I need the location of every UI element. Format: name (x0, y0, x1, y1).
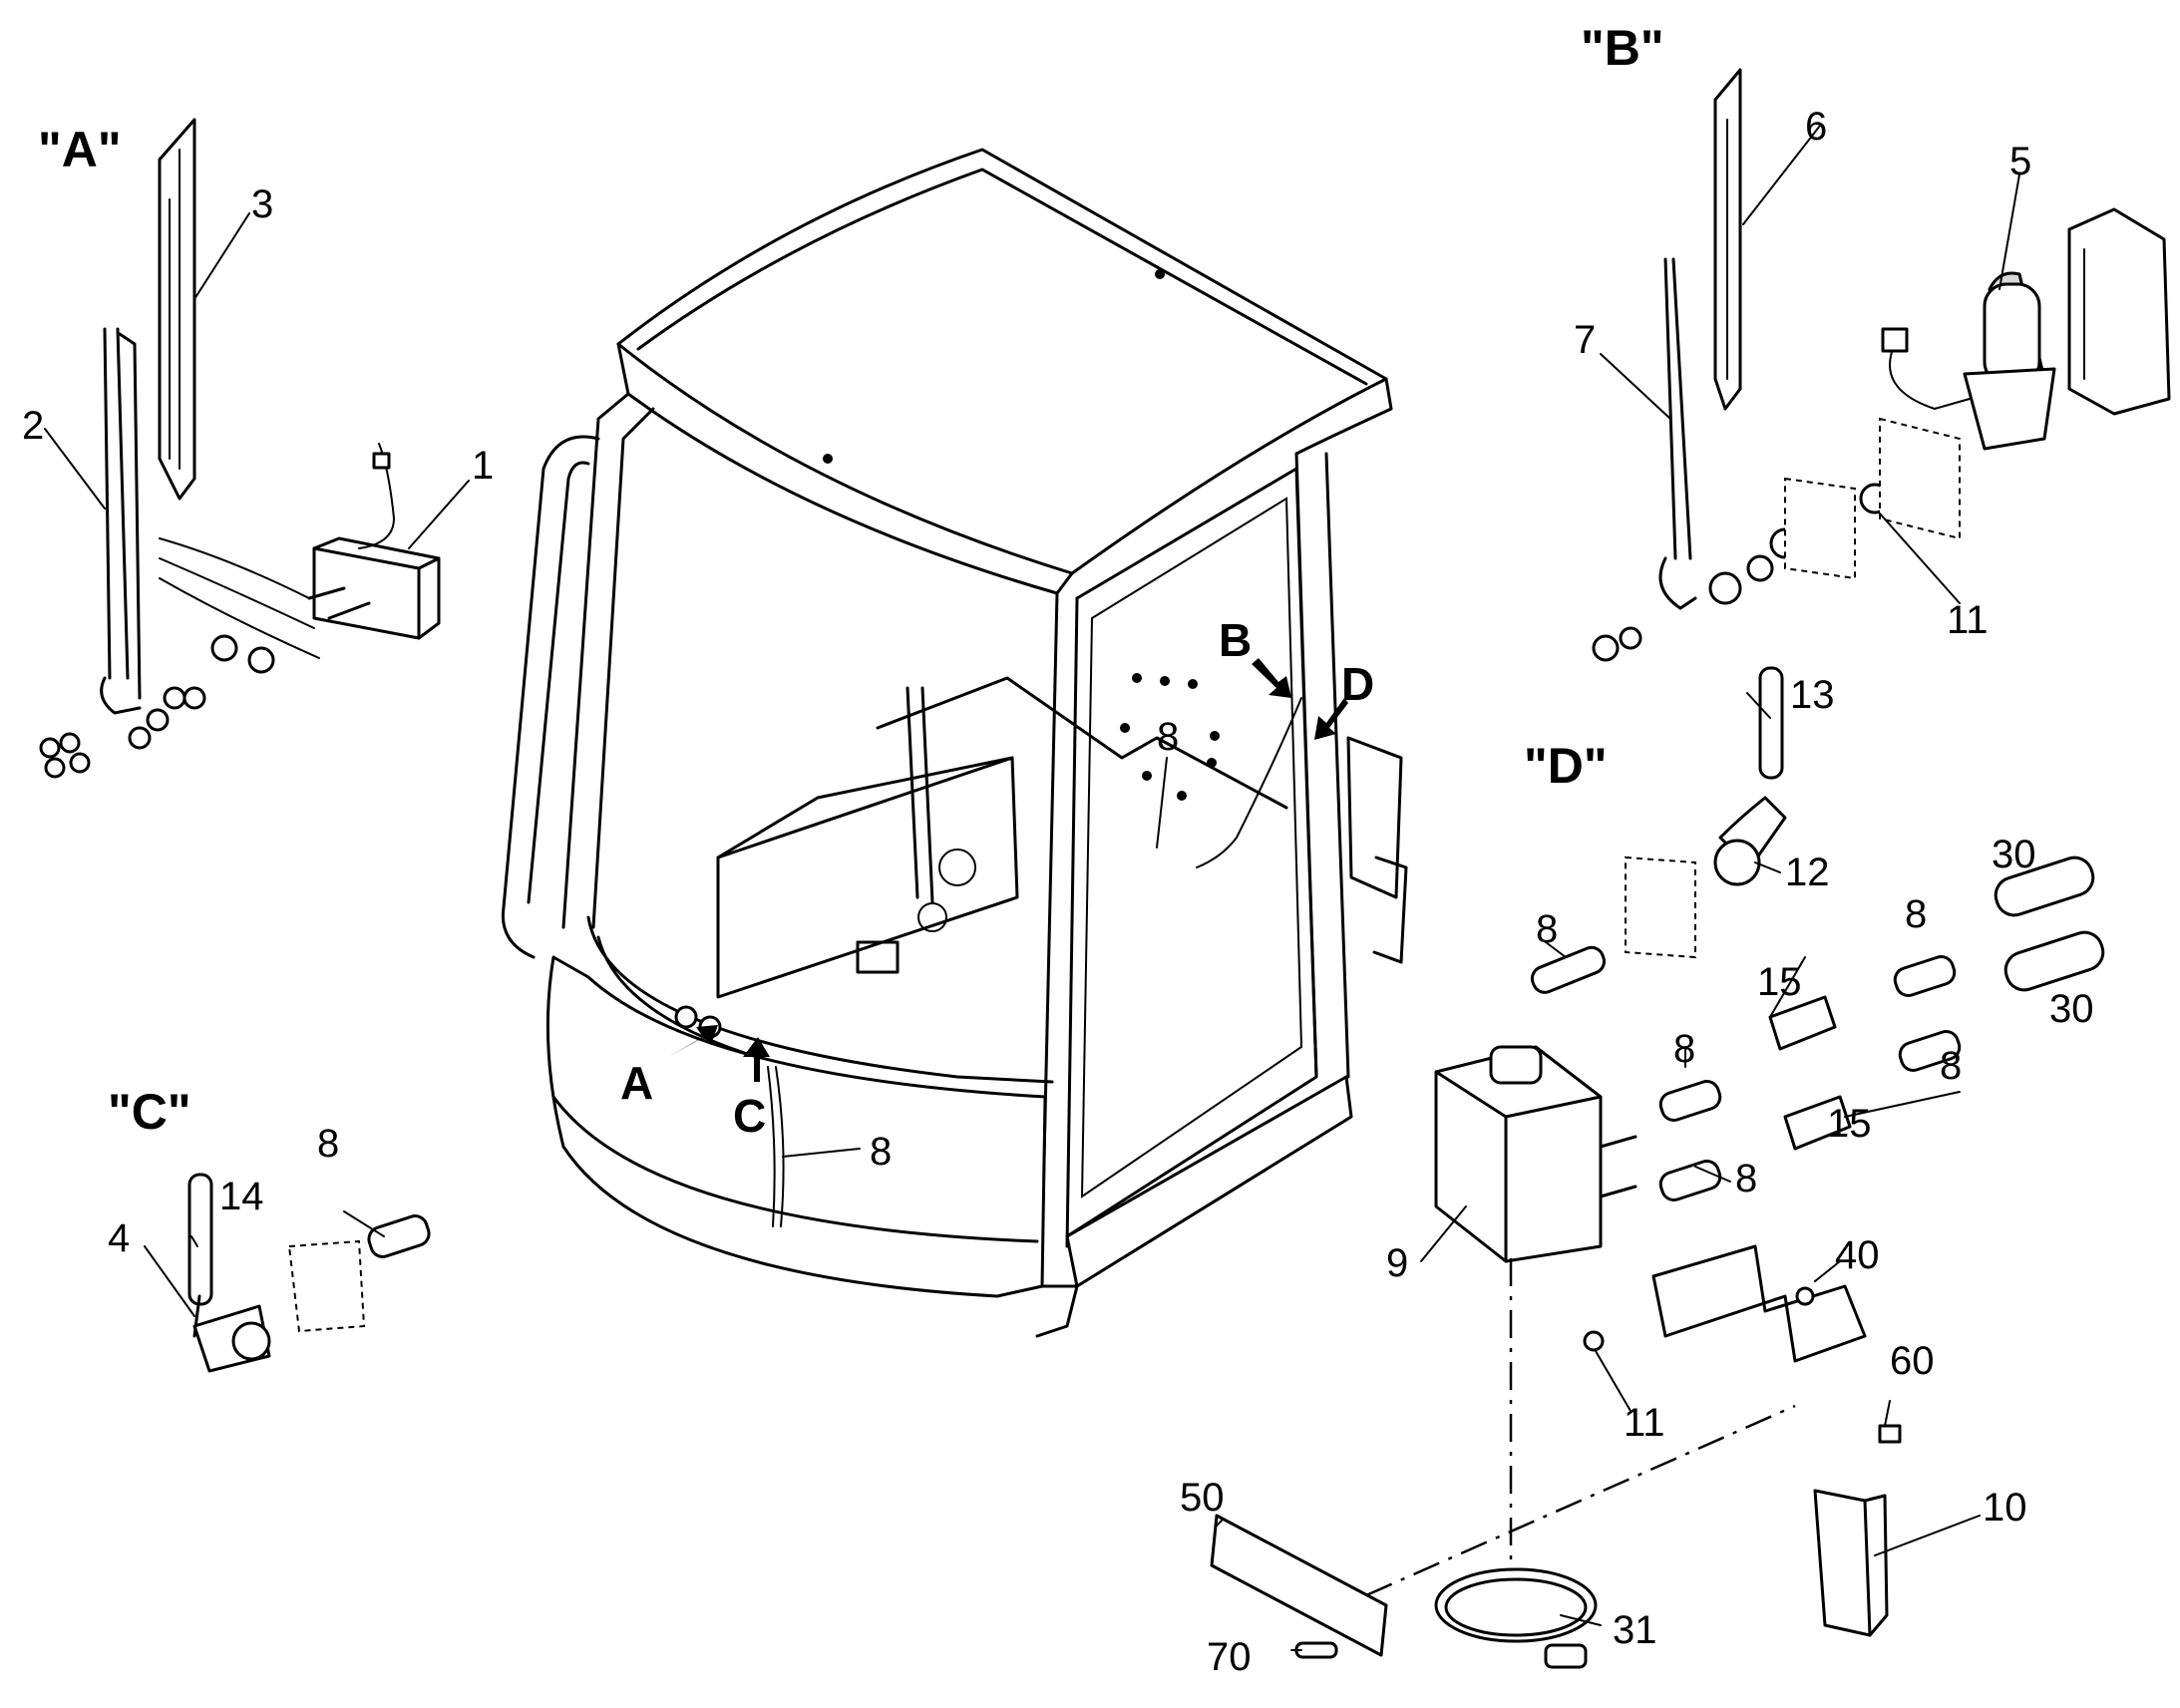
callout-8-cab-front: 8 (870, 1130, 892, 1174)
callout-11-bracket: 11 (1624, 1401, 1665, 1445)
view-d-title: "D" (1524, 738, 1608, 794)
callout-8-d-low: 8 (1735, 1157, 1757, 1200)
view-d-washer-tank (1210, 666, 2105, 1669)
callout-60: 60 (1890, 1339, 1935, 1383)
callout-4: 4 (108, 1216, 130, 1260)
callout-8-view-c: 8 (317, 1122, 339, 1166)
callout-15-low: 15 (1827, 1102, 1872, 1146)
callout-14: 14 (219, 1175, 264, 1218)
callout-7: 7 (1574, 318, 1596, 362)
view-b-title: "B" (1581, 20, 1664, 76)
pointer-a: A (620, 1057, 653, 1109)
callout-5: 5 (2009, 140, 2031, 183)
pointer-d: D (1341, 658, 1374, 710)
callout-30-top: 30 (1992, 833, 2036, 876)
view-b-rear-wiper (1592, 68, 2171, 662)
callout-8-d-top: 8 (1905, 892, 1927, 936)
callout-40: 40 (1835, 1233, 1880, 1277)
callout-9: 9 (1386, 1241, 1408, 1285)
callout-numbers: 1 2 3 4 5 6 7 8 8 8 8 8 8 8 8 9 10 11 11… (22, 105, 2094, 1679)
callout-11-view-b: 11 (1947, 598, 1989, 642)
callout-8-d-mid-right: 8 (1940, 1044, 1962, 1088)
callout-15-top: 15 (1757, 960, 1802, 1004)
callout-50: 50 (1180, 1476, 1225, 1520)
view-a-title: "A" (38, 122, 122, 177)
callout-8-d-left: 8 (1536, 907, 1558, 951)
callout-8-cab-rear: 8 (1157, 715, 1179, 759)
callout-31: 31 (1613, 1608, 1657, 1652)
callout-2: 2 (22, 404, 44, 448)
callout-30-low: 30 (2049, 987, 2094, 1031)
view-a-front-wiper (39, 118, 441, 779)
callout-10: 10 (1983, 1486, 2027, 1530)
callout-3: 3 (251, 182, 273, 226)
view-c-title: "C" (108, 1084, 191, 1140)
pointer-b: B (1219, 614, 1252, 666)
leader-lines (44, 125, 2020, 1651)
view-c-washer-nozzle (187, 1173, 431, 1373)
callout-70: 70 (1207, 1635, 1252, 1679)
callout-1: 1 (472, 444, 494, 488)
callout-12: 12 (1785, 851, 1830, 894)
callout-6: 6 (1805, 105, 1827, 149)
callout-13: 13 (1790, 673, 1835, 717)
callout-8-d-mid-left: 8 (1673, 1027, 1695, 1071)
cab-assembly (501, 148, 1408, 1338)
pointer-c: C (733, 1090, 766, 1142)
